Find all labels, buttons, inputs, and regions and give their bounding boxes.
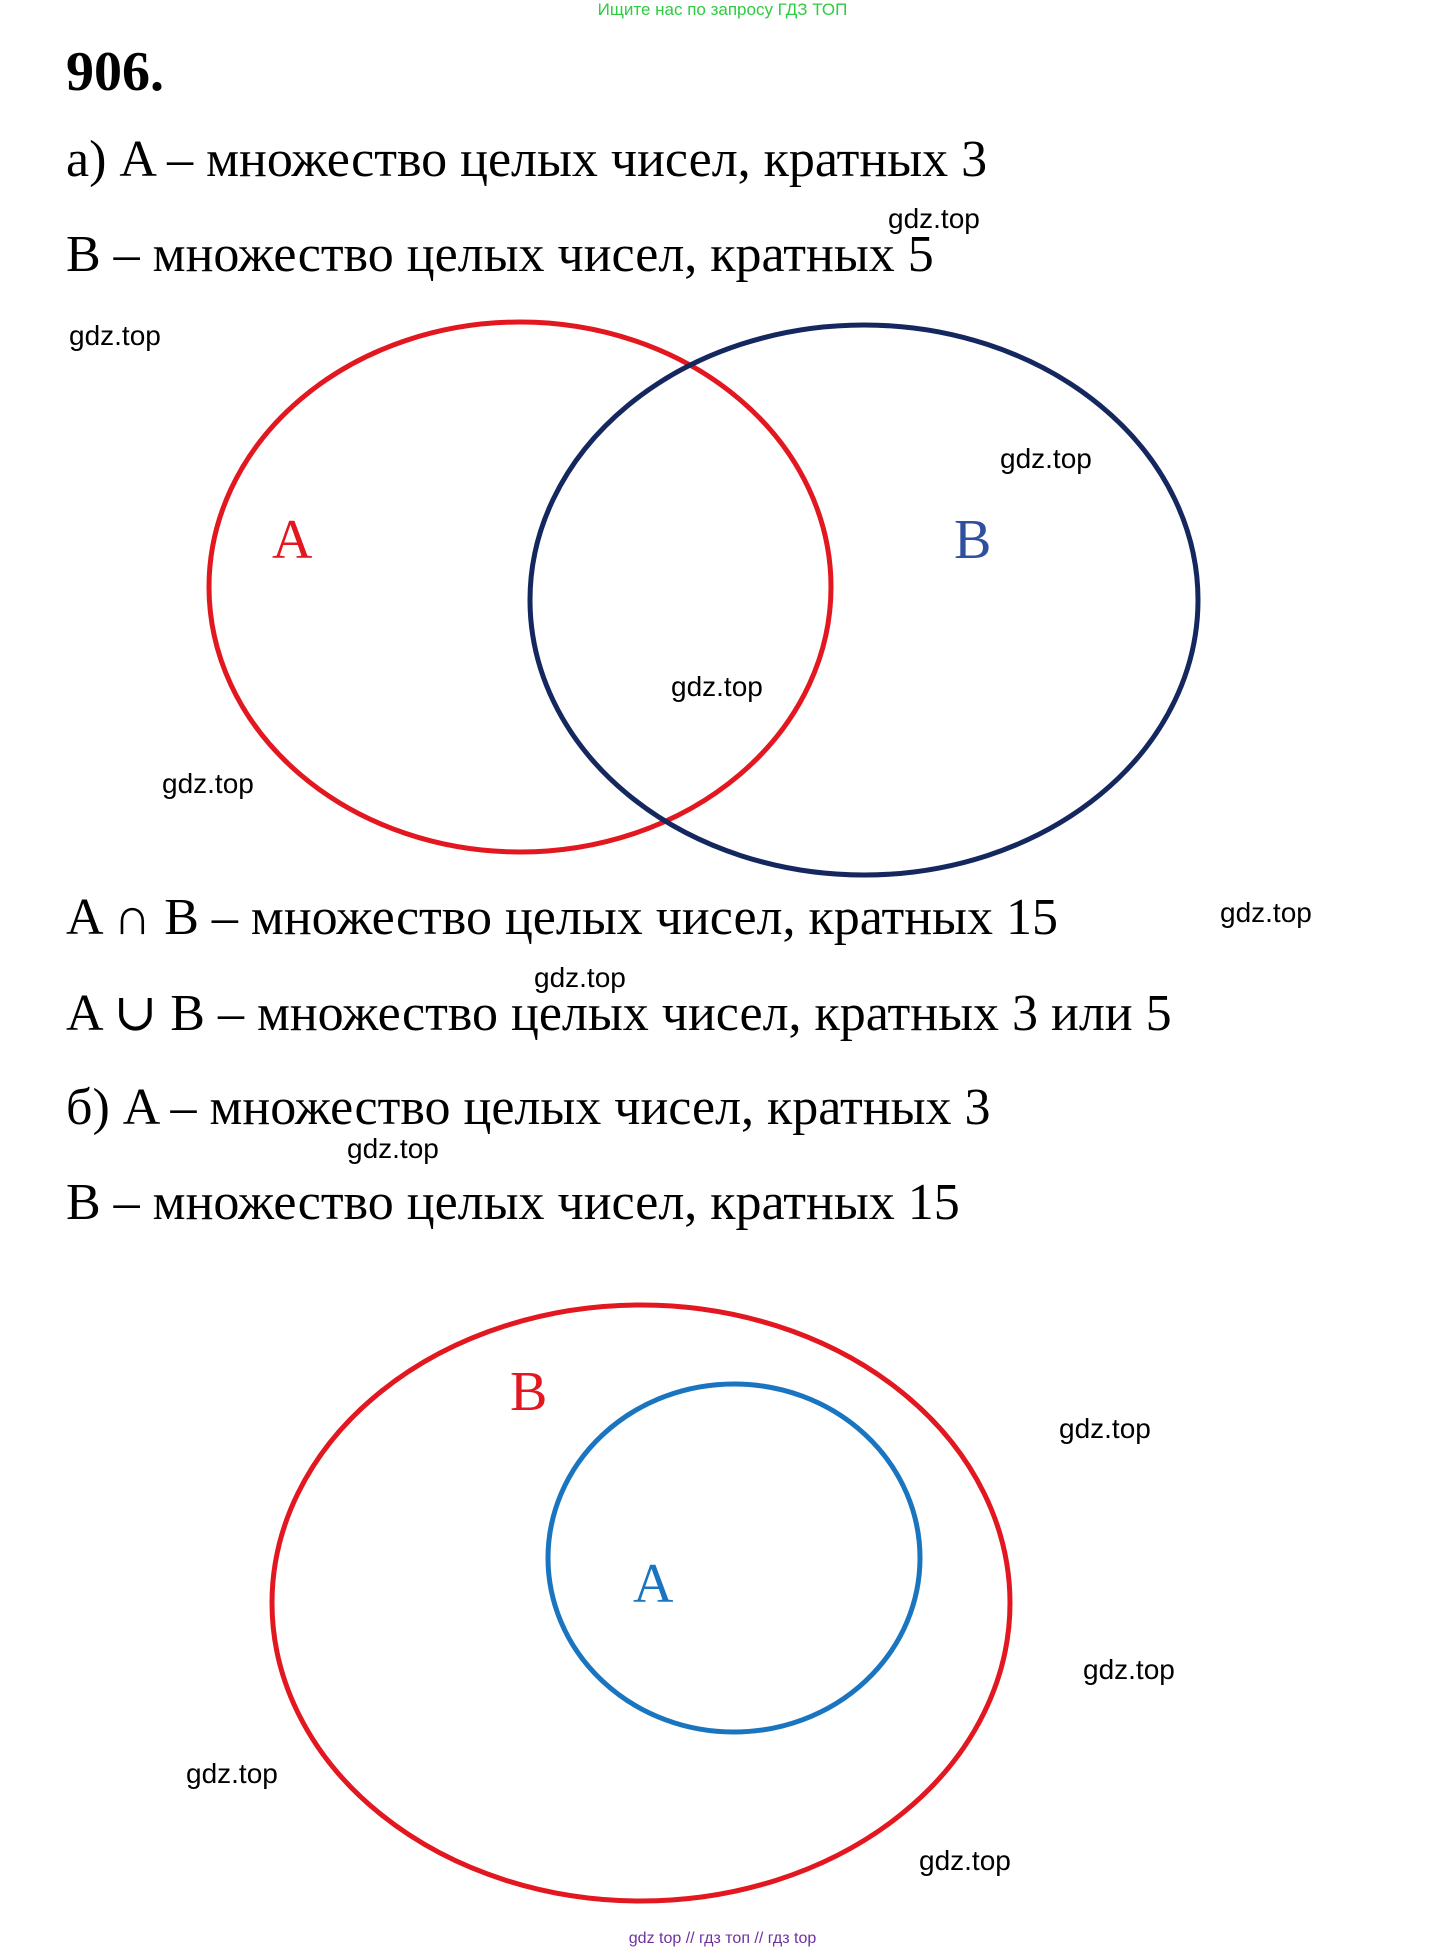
inner-circle-label: A xyxy=(633,1553,674,1615)
inner-circle-a xyxy=(545,1381,923,1735)
watermark: gdz.top xyxy=(919,1845,1011,1876)
part-b-line2: B – множество целых чисел, кратных 15 xyxy=(66,1174,960,1231)
part-a-line2: B – множество целых чисел, кратных 5 xyxy=(66,226,934,283)
watermark: gdz.top xyxy=(1059,1413,1151,1444)
outer-circle-label: B xyxy=(510,1361,548,1423)
outer-circle-b xyxy=(269,1302,1013,1904)
circle-b-label: B xyxy=(954,509,992,571)
circle-b xyxy=(527,322,1201,878)
watermark: gdz.top xyxy=(347,1133,439,1164)
watermark: gdz.top xyxy=(888,203,980,234)
circle-a-label: A xyxy=(272,509,313,571)
union-text: A ∪ B – множество целых чисел, кратных 3… xyxy=(66,985,1172,1042)
footer-watermark: gdz top // гдз топ // гдз top xyxy=(628,1930,817,1947)
part-b-line1: б) A – множество целых чисел, кратных 3 xyxy=(66,1079,991,1136)
part-a-line1: а) A – множество целых чисел, кратных 3 xyxy=(66,131,988,188)
circle-a xyxy=(206,319,834,855)
watermark: gdz.top xyxy=(186,1758,278,1789)
watermark: gdz.top xyxy=(69,320,161,351)
intersection-text: A ∩ B – множество целых чисел, кратных 1… xyxy=(66,889,1058,946)
top-banner: Ищите нас по запросу ГДЗ ТОП xyxy=(597,0,848,19)
watermark: gdz.top xyxy=(1000,443,1092,474)
watermark: gdz.top xyxy=(534,962,626,993)
watermark: gdz.top xyxy=(1220,897,1312,928)
watermark: gdz.top xyxy=(162,768,254,799)
problem-number: 906. xyxy=(66,41,164,103)
watermark: gdz.top xyxy=(1083,1654,1175,1685)
watermark: gdz.top xyxy=(671,671,763,702)
